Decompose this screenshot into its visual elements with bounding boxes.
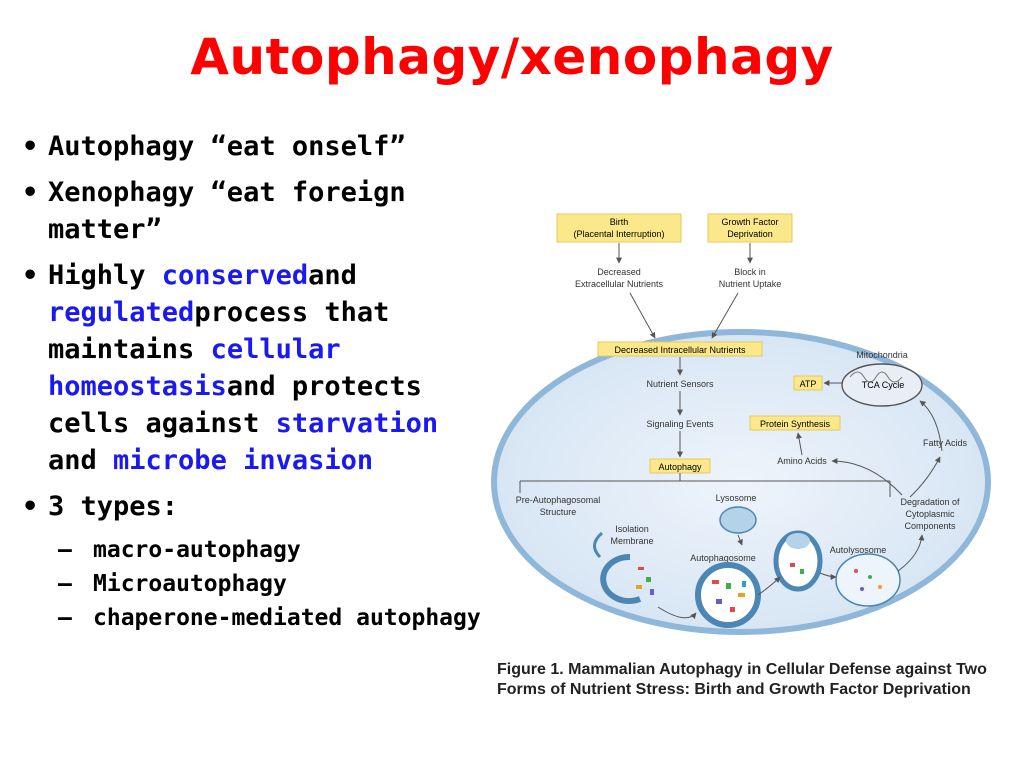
protein-synthesis-box <box>749 415 841 431</box>
isolation-label: Isolation <box>615 524 649 534</box>
signaling-events-label: Signaling Events <box>646 419 714 429</box>
sub-bullet-text: macro-autophagy <box>93 537 301 563</box>
growth-factor-label: Growth Factor <box>721 217 778 227</box>
autolysosome-label: Autolysosome <box>830 545 887 555</box>
autophagy-label: Autophagy <box>658 462 702 472</box>
bullet-text: Xenophagy “eat foreign <box>48 177 406 208</box>
autophagosome <box>695 562 761 628</box>
membrane-label: Membrane <box>610 536 653 546</box>
sub-bullet-micro: –Microautophagy <box>58 571 287 597</box>
autophagosome-label: Autophagosome <box>690 553 756 563</box>
text-run: and <box>48 445 114 476</box>
text-run: and protects cells against <box>48 371 422 439</box>
atp-label: ATP <box>800 379 817 389</box>
tca-cycle-label: TCA Cycle <box>862 380 905 390</box>
nutrient-sensors-label: Nutrient Sensors <box>646 379 714 389</box>
bullet-autophagy: •Autophagy “eat onself” <box>22 131 406 162</box>
lysosome <box>719 506 757 534</box>
amino-acids-label: Amino Acids <box>777 456 827 466</box>
bullet-list: •Autophagy “eat onself” •Xenophagy “eat … <box>22 128 492 634</box>
autolysosome <box>835 553 901 607</box>
sub-bullet-macro: –macro-autophagy <box>58 537 301 563</box>
highlight-starvation: starvation <box>275 408 439 439</box>
bullet-text: 3 types: <box>48 491 179 522</box>
birth-box <box>556 213 682 243</box>
cytoplasmic-label: Cytoplasmic <box>905 509 955 519</box>
protein-synthesis-label: Protein Synthesis <box>760 419 831 429</box>
highlight-homeostasis: cellular homeostasis <box>48 334 341 402</box>
bullet-text: Autophagy “eat onself” <box>48 131 406 162</box>
fatty-acids-label: Fatty Acids <box>923 438 968 448</box>
pre-autophagosomal-label: Pre-Autophagosomal <box>516 495 601 505</box>
bullet-conserved: •Highly conservedand regulatedprocess th… <box>22 260 439 476</box>
birth-label: Birth <box>610 217 629 227</box>
bullet-types: •3 types: <box>22 491 179 522</box>
birth-sub-label: (Placental Interruption) <box>573 229 664 239</box>
lysosome-label: Lysosome <box>716 493 757 503</box>
deprivation-label: Deprivation <box>727 229 773 239</box>
highlight-conserved: conserved <box>161 260 309 291</box>
slide-title: Autophagy/xenophagy <box>190 28 834 86</box>
decreased-extracellular-sub: Extracellular Nutrients <box>575 279 664 289</box>
sub-bullet-text: chaperone-mediated autophagy <box>93 605 481 631</box>
isolation-membrane <box>600 553 642 604</box>
sub-bullet-chaperone: –chaperone-mediated autophagy <box>58 605 481 631</box>
decreased-intracellular-box <box>597 341 763 357</box>
structure-label: Structure <box>540 507 577 517</box>
figure-caption: Figure 1. Mammalian Autophagy in Cellula… <box>497 661 987 698</box>
text-run: and <box>308 260 357 291</box>
bullet-text: matter” <box>48 214 162 245</box>
decreased-extracellular-label: Decreased <box>597 267 641 277</box>
growth-factor-box <box>707 213 793 243</box>
mitochondria-label: Mitochondria <box>856 350 908 360</box>
highlight-microbe-invasion: microbe invasion <box>113 445 374 476</box>
degradation-label: Degradation of <box>900 497 960 507</box>
components-label: Components <box>904 521 956 531</box>
text-run: Highly <box>48 260 162 291</box>
text-run: process that maintains <box>48 297 390 365</box>
autophagy-diagram: Birth (Placental Interruption) Growth Fa… <box>491 213 991 635</box>
sub-bullet-text: Microautophagy <box>93 571 287 597</box>
highlight-regulated: regulated <box>48 297 195 328</box>
pre-autophagosomal-structure <box>593 531 604 559</box>
decreased-intracellular-label: Decreased Intracellular Nutrients <box>614 345 746 355</box>
block-label: Block in <box>734 267 766 277</box>
nutrient-uptake-label: Nutrient Uptake <box>719 279 782 289</box>
atp-box <box>793 375 823 391</box>
